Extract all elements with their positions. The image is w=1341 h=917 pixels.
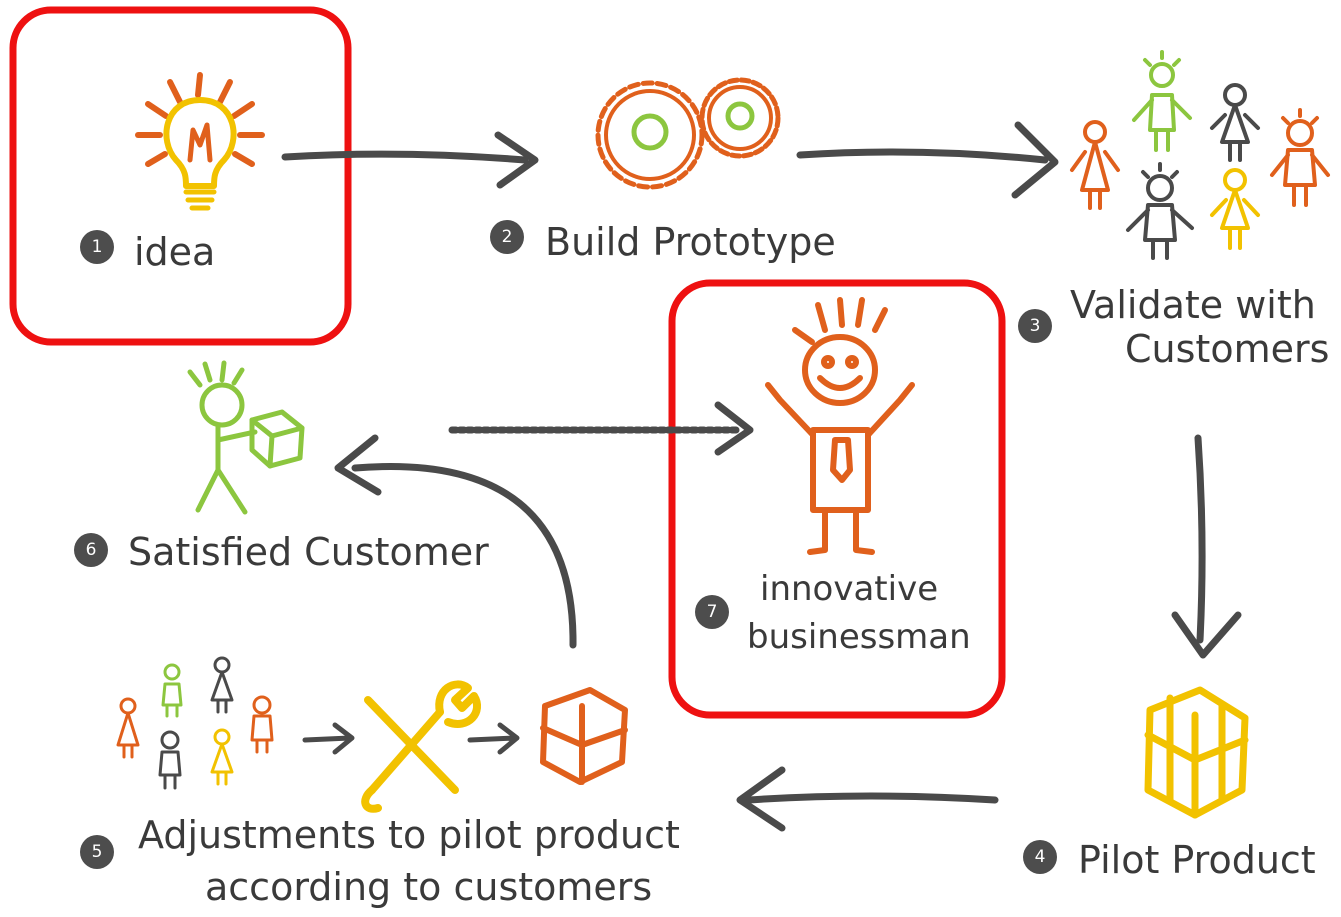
- svg-text:1: 1: [92, 237, 103, 257]
- tools-icon: [361, 680, 482, 813]
- small-arrow-1: [302, 722, 355, 755]
- step-label-validate-line1: Validate with: [1070, 283, 1316, 327]
- svg-text:4: 4: [1035, 847, 1046, 867]
- step-label-adjustments-line1: Adjustments to pilot product: [138, 813, 680, 857]
- step-label-validate-line2: Customers: [1125, 327, 1329, 371]
- step-badge-7: 7: [695, 595, 729, 629]
- step-label-idea: idea: [134, 230, 215, 274]
- arrow-head-idea-to-prototype: [494, 131, 539, 189]
- businessman-icon: [765, 297, 915, 555]
- arrow-head-validate-to-pilot: [1171, 611, 1242, 659]
- svg-text:2: 2: [502, 227, 513, 247]
- customers-group-icon: [1070, 50, 1330, 260]
- svg-text:5: 5: [92, 842, 103, 862]
- highlight-box-businessman: [668, 279, 1006, 719]
- step-label-businessman-line2: businessman: [747, 617, 971, 657]
- highlight-box-idea: [9, 6, 352, 346]
- step-label-pilot-product: Pilot Product: [1078, 838, 1316, 882]
- svg-text:6: 6: [86, 540, 97, 560]
- arrow-prototype-to-validate: [796, 148, 1049, 164]
- step-badge-3: 3: [1018, 309, 1052, 343]
- cube-icon: [1144, 686, 1249, 819]
- dotted-arrow-head: [714, 401, 754, 456]
- arrow-adjustments-to-satisfied: [351, 463, 577, 649]
- step-badge-6: 6: [74, 533, 108, 567]
- customer-holding-box-icon: [187, 360, 305, 515]
- arrow-head-prototype-to-validate: [1011, 121, 1059, 199]
- arrow-head-adjustments-to-satisfied: [334, 434, 382, 496]
- step-badge-1: 1: [80, 230, 114, 264]
- arrow-idea-to-prototype: [281, 150, 529, 164]
- step-badge-2: 2: [490, 220, 524, 254]
- arrow-head-pilot-to-adjustments: [736, 766, 786, 832]
- arrow-pilot-to-adjustments: [744, 792, 999, 804]
- step-badge-4: 4: [1023, 840, 1057, 874]
- step-badge-5: 5: [80, 835, 114, 869]
- small-arrow-2: [467, 722, 520, 755]
- gears-icon: [595, 77, 781, 190]
- step-label-build-prototype: Build Prototype: [545, 220, 836, 264]
- lightbulb-icon: [135, 72, 265, 211]
- step-label-businessman-line1: innovative: [760, 569, 938, 609]
- customers-group-small-icon: [116, 656, 274, 790]
- svg-text:7: 7: [707, 602, 718, 622]
- step-label-satisfied-customer: Satisfied Customer: [128, 530, 489, 574]
- svg-text:3: 3: [1030, 316, 1041, 336]
- arrow-validate-to-pilot: [1194, 434, 1206, 644]
- step-label-adjustments-line2: according to customers: [205, 865, 652, 909]
- adjusted-cube-icon: [540, 687, 628, 785]
